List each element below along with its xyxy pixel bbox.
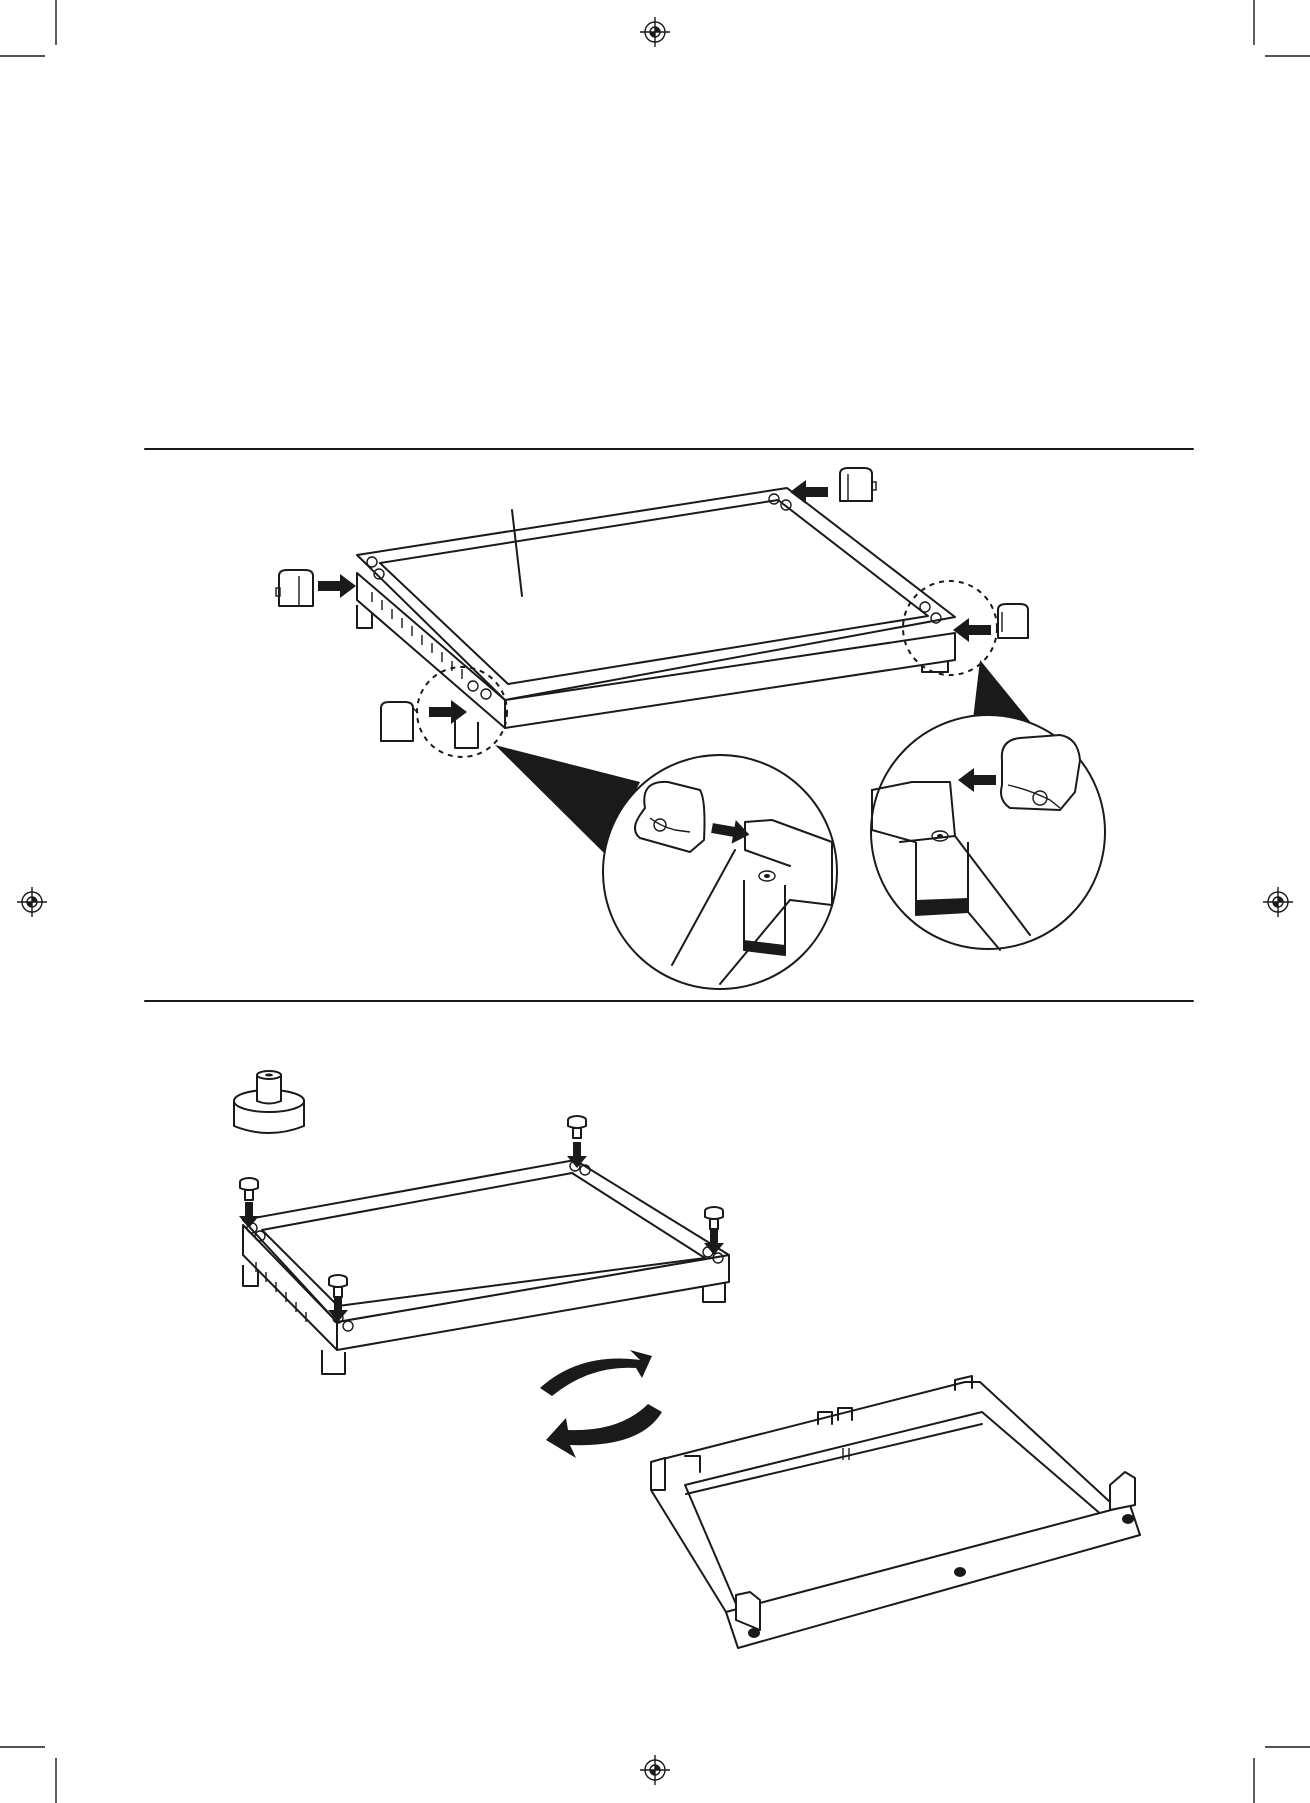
registration-mark-icon [640,1755,670,1785]
crop-mark-icon [0,0,56,56]
corner-cap-front-left [381,702,418,741]
push-arrow-icon [953,618,991,642]
crop-mark-icon [1254,1747,1310,1803]
peg-detail-icon [234,1071,304,1133]
corner-cap-right [998,604,1028,638]
shelf-tray-flipped [651,1376,1140,1648]
corner-cap-left [276,570,313,606]
registration-mark-icon [640,17,670,47]
shelf-tray-small [243,1160,729,1374]
peg-icon [240,1178,258,1200]
crop-mark-icon [0,1747,56,1803]
detail-callout-left [603,755,837,989]
push-arrow-icon [318,574,356,598]
shelf-leg [455,720,478,748]
registration-mark-icon [1263,887,1293,917]
step-insert-pegs-and-flip [234,1071,1140,1648]
corner-cap-top-right [840,468,876,501]
step-attach-corner-caps [276,468,1105,989]
crop-mark-icon [1254,0,1310,56]
registration-mark-icon [17,887,47,917]
push-arrow-icon [429,700,467,724]
peg-icon [568,1116,586,1138]
rotate-arrows-icon [540,1350,662,1458]
peg-icon [705,1207,723,1229]
detail-callout-right [871,715,1105,950]
